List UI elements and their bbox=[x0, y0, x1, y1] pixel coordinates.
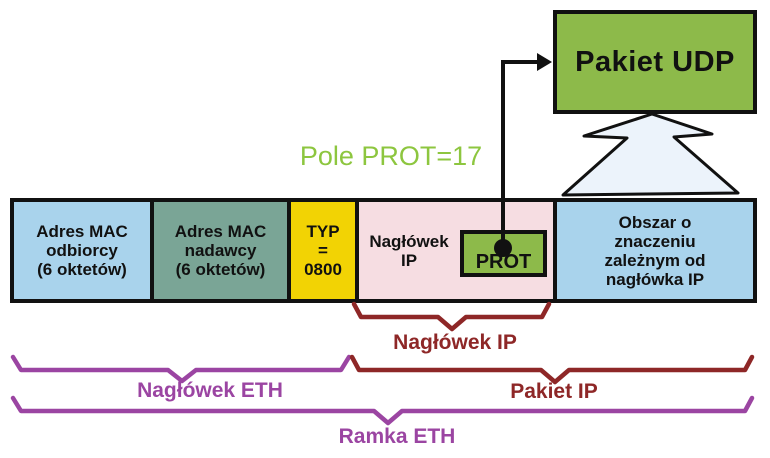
prot-connector-arrowhead bbox=[537, 53, 552, 71]
block-up-arrow bbox=[561, 112, 740, 197]
eth-frame-brace bbox=[10, 395, 755, 426]
prot-field-label: PROT bbox=[475, 251, 532, 273]
ip-header-cell-label: Nagłówek IP bbox=[359, 202, 459, 299]
mac-destination-line3: (6 oktetów) bbox=[37, 260, 127, 279]
ip-payload-cell: Obszar o znaczeniu zależnym od nagłówka … bbox=[557, 202, 753, 299]
ip-header-brace-label: Nagłówek IP bbox=[393, 331, 517, 354]
ip-payload-line2: znaczeniu bbox=[614, 231, 696, 251]
ip-packet-brace bbox=[349, 354, 755, 385]
ethertype-line3: 0800 bbox=[304, 260, 342, 279]
udp-packet-label: Pakiet UDP bbox=[575, 45, 735, 78]
ip-header-cell: Nagłówek IP PROT bbox=[359, 202, 553, 299]
mac-source-line2: nadawcy bbox=[184, 241, 257, 260]
eth-frame-brace-label: Ramka ETH bbox=[338, 425, 456, 448]
mac-destination-cell: Adres MAC odbiorcy (6 oktetów) bbox=[14, 202, 150, 299]
eth-frame-row: Adres MAC odbiorcy (6 oktetów) Adres MAC… bbox=[10, 198, 757, 303]
ip-header-label-line1: Nagłówek bbox=[369, 231, 449, 251]
ethertype-line1: TYP bbox=[306, 222, 340, 241]
ip-header-brace bbox=[351, 301, 552, 332]
mac-destination-line1: Adres MAC bbox=[36, 222, 128, 241]
mac-source-cell: Adres MAC nadawcy (6 oktetów) bbox=[154, 202, 287, 299]
mac-source-line3: (6 oktetów) bbox=[175, 260, 266, 279]
prot-field-note: Pole PROT=17 bbox=[299, 141, 483, 171]
ip-payload-line1: Obszar o bbox=[618, 212, 692, 232]
mac-source-line1: Adres MAC bbox=[174, 222, 267, 241]
udp-packet-box: Pakiet UDP bbox=[553, 10, 757, 114]
ip-payload-line3: zależnym od bbox=[604, 250, 706, 270]
ip-packet-brace-label: Pakiet IP bbox=[510, 380, 598, 403]
eth-header-brace bbox=[10, 354, 352, 384]
eth-header-brace-label: Nagłówek ETH bbox=[137, 379, 283, 402]
prot-field-box: PROT bbox=[460, 230, 547, 277]
ethertype-line2: = bbox=[318, 241, 328, 260]
ip-header-label-line2: IP bbox=[400, 250, 418, 270]
mac-destination-line2: odbiorcy bbox=[46, 241, 118, 260]
ethertype-cell: TYP = 0800 bbox=[291, 202, 355, 299]
ip-payload-line4: nagłówka IP bbox=[605, 269, 705, 289]
